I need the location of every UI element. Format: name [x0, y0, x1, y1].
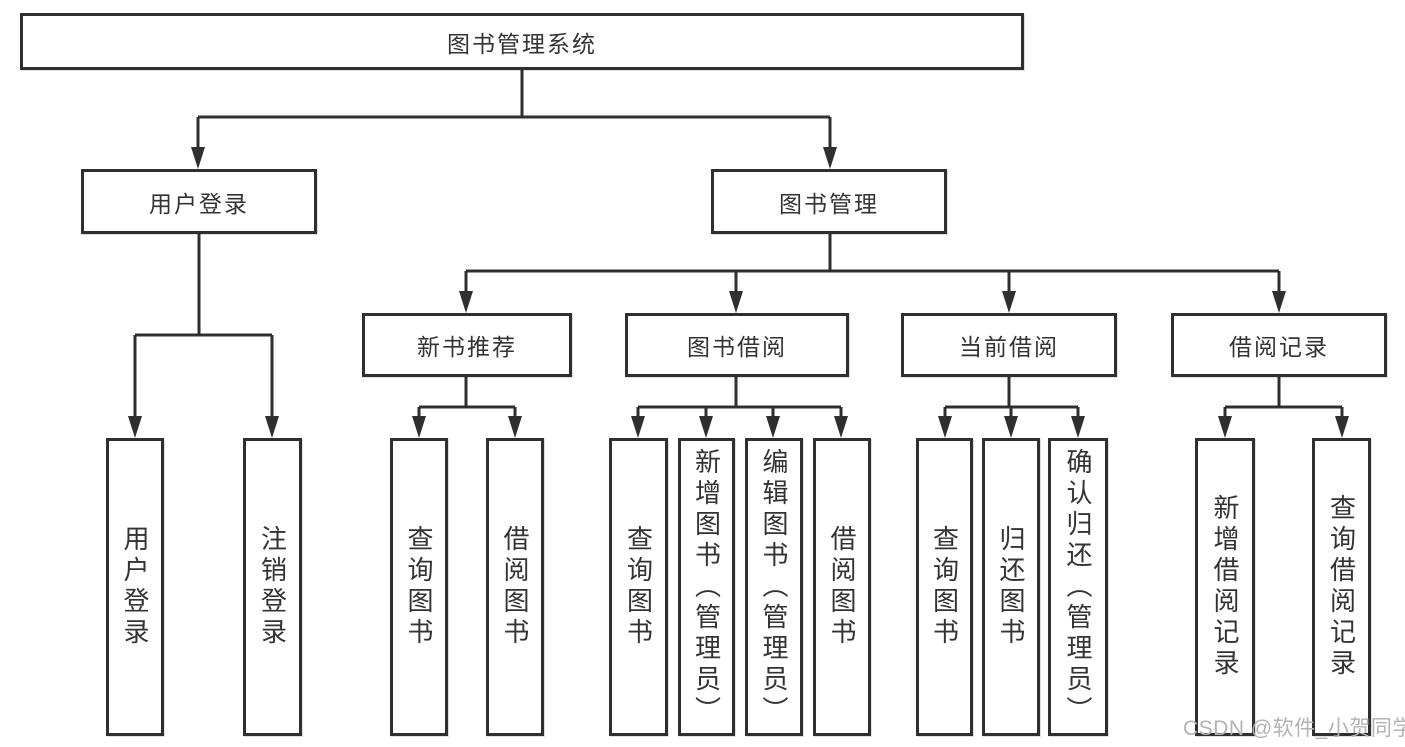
node-label: 新增借阅记录: [1210, 494, 1240, 680]
node-label: 用户登录: [120, 525, 150, 649]
node-label: 新书推荐: [417, 334, 517, 360]
node-label: 注销登录: [257, 525, 288, 649]
node-label: 新增图书（管理员）: [691, 447, 722, 727]
node-book-borrowing: 图书借阅: [625, 313, 849, 377]
node-label: 借阅图书: [827, 525, 857, 649]
node-label: 查询图书: [404, 525, 434, 649]
node-borrowing-records: 借阅记录: [1171, 313, 1387, 377]
leaf-logout: 注销登录: [243, 438, 302, 736]
leaf-query-borrow-record: 查询借阅记录: [1312, 438, 1371, 736]
watermark: CSDN @软件_小贺同学: [1183, 717, 1405, 740]
node-label: 查询图书: [623, 525, 654, 649]
node-book-management: 图书管理: [711, 169, 947, 234]
leaf-add-book-admin: 新增图书（管理员）: [678, 438, 735, 736]
leaf-user-login: 用户登录: [106, 438, 164, 736]
leaf-query-book: 查询图书: [390, 438, 448, 736]
node-new-book-recommend: 新书推荐: [362, 313, 572, 377]
node-label: 用户登录: [149, 190, 249, 217]
connector-path: [133, 69, 1344, 418]
node-label: 借阅图书: [500, 525, 530, 649]
leaf-edit-book-admin: 编辑图书（管理员）: [745, 438, 803, 736]
node-label: 编辑图书（管理员）: [759, 447, 789, 727]
node-current-borrowing: 当前借阅: [901, 313, 1117, 377]
leaf-query-book: 查询图书: [916, 438, 973, 736]
node-label: 图书管理: [779, 190, 879, 217]
node-label: 图书管理系统: [447, 30, 597, 57]
leaf-borrow-book: 借阅图书: [486, 438, 544, 736]
node-label: 查询图书: [929, 525, 960, 649]
node-label: 查询借阅记录: [1326, 494, 1357, 680]
node-book-management-system: 图书管理系统: [20, 13, 1024, 70]
leaf-return-book: 归还图书: [982, 438, 1040, 736]
node-label: 当前借阅: [959, 334, 1059, 360]
node-label: 借阅记录: [1229, 334, 1329, 360]
leaf-add-borrow-record: 新增借阅记录: [1195, 438, 1255, 736]
node-label: 图书借阅: [687, 334, 787, 360]
leaf-query-book: 查询图书: [609, 438, 668, 736]
leaf-confirm-return-admin: 确认归还（管理员）: [1048, 438, 1108, 736]
node-label: 确认归还（管理员）: [1063, 447, 1093, 727]
leaf-borrow-book: 借阅图书: [813, 438, 871, 736]
node-user-login: 用户登录: [81, 169, 317, 234]
node-label: 归还图书: [996, 525, 1026, 649]
arrowheads: [128, 147, 1349, 438]
